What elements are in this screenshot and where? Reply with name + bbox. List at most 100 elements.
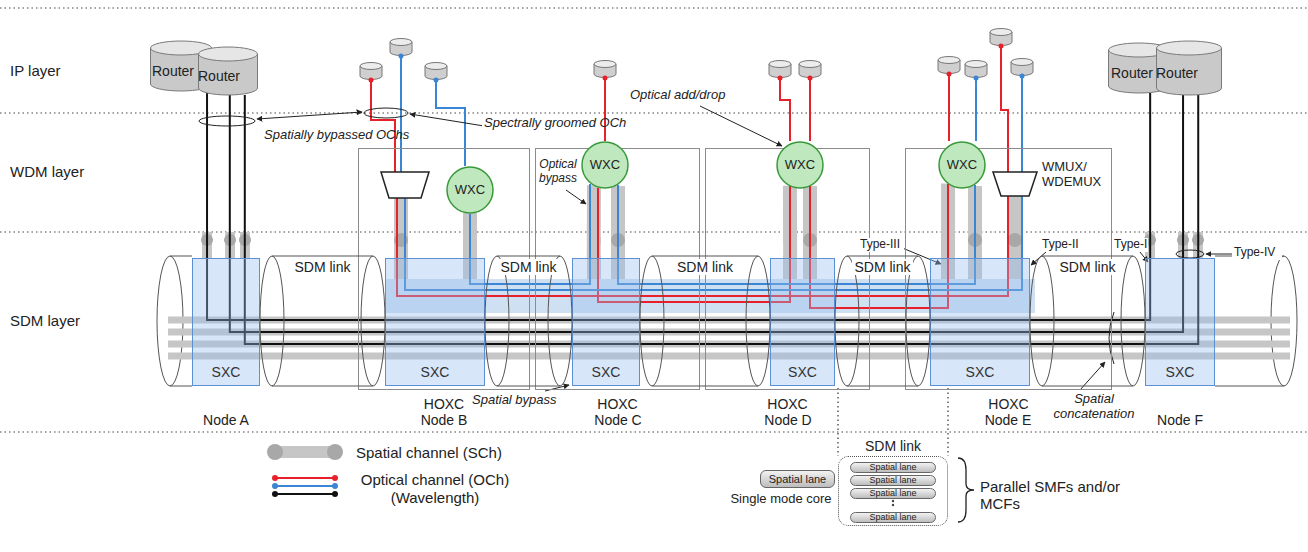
sdm-link-cylinder-outline [640, 256, 664, 386]
legend-sample [275, 485, 335, 487]
spatial-lane: Spatial lane [760, 470, 835, 488]
wavelength-cross-connect: WXC [938, 141, 986, 189]
node-name: Node C [588, 412, 648, 428]
node-text: WXC [455, 183, 485, 198]
legend-sample [267, 444, 343, 497]
router-cylinder: Router [1156, 40, 1222, 96]
node-text: SDM link [498, 259, 558, 275]
callout-label: Spectrally groomed OCh [482, 116, 578, 131]
node-text: Spatial lane [869, 475, 916, 485]
router-icon [938, 57, 960, 74]
spatial-cross-connect: SXC [572, 258, 640, 386]
wavelength-cross-connect-outline [939, 142, 985, 188]
sdm-link-cylinder-outline [652, 256, 758, 386]
router-icon [799, 61, 821, 78]
node-text: Spatial lane [869, 512, 916, 522]
spatial-lane: Spatial lane [850, 462, 936, 473]
callout-pointer [199, 116, 255, 126]
channel-end-dot [974, 76, 979, 81]
channel-end-dot [603, 76, 608, 81]
sdm-link-cylinder-outline [1030, 256, 1054, 386]
node-name: Node F [1150, 412, 1210, 428]
legend-sample [272, 483, 278, 489]
callout-pointer [257, 112, 362, 119]
layer-separator [0, 112, 1308, 113]
callout-pointer [1206, 254, 1232, 255]
legend-entry: Spatial channel (SCh) [356, 444, 556, 462]
zoom-guide [838, 388, 948, 456]
node-text: SDM link [865, 438, 921, 454]
sdm-link-cylinder-outline [485, 256, 509, 386]
node-text: Spatial lane [869, 488, 916, 498]
channel-end-dot [369, 44, 1025, 83]
spatial-lane: Spatial lane [850, 512, 936, 523]
type-label: Type-IV [1232, 246, 1282, 260]
layer-label: SDM layer [8, 312, 108, 329]
callout-label: Optical add/drop [628, 88, 748, 103]
channel-end-dot [947, 72, 952, 77]
callout-pointer [199, 106, 1232, 391]
node-text: Router [1156, 65, 1198, 81]
spatial-channel [168, 353, 1290, 360]
node-text: SXC [1166, 364, 1195, 380]
router-icon [1011, 59, 1033, 76]
ellipsis-dots [892, 500, 894, 502]
wdm-mux-symbol [381, 172, 429, 198]
channel-end-dot [999, 44, 1004, 49]
callout-pointer [566, 190, 586, 204]
spatial-cross-connect: SXC [385, 258, 485, 386]
spatial-channel-end [1008, 233, 1022, 247]
layer-label: IP layer [8, 62, 100, 79]
brace [958, 458, 974, 522]
channel-end-dot [808, 76, 813, 81]
node-text: SDM link [292, 259, 352, 275]
node-name: Node B [414, 412, 474, 428]
node-text: HOXC [597, 396, 637, 412]
router-cylinder: Router [198, 46, 258, 96]
sdm-link-cylinder-outline [746, 256, 770, 386]
router-icon [965, 61, 987, 78]
sdm-link-cylinder-outline [835, 256, 859, 386]
node-text: SXC [421, 364, 450, 380]
node-text: SXC [788, 364, 817, 380]
legend-sample [272, 475, 278, 481]
node-text: WXC [785, 158, 815, 173]
hierarchical-oxc-box: HOXCWXCSXC [705, 148, 870, 412]
wavelength-cross-connect-outline [447, 167, 493, 213]
sdm-link-cylinder-outline [361, 256, 385, 386]
router-icon [390, 39, 412, 56]
spatial-cross-connect: SXC [770, 258, 835, 386]
spatial-lane: Spatial lane [850, 488, 936, 499]
legend-text: Spatial channel (SCh) [356, 444, 502, 461]
wdm-mux-symbol [993, 172, 1037, 196]
legend-entry: Optical channel (OCh) (Wavelength) [350, 471, 520, 507]
sdm-link-cylinder-outline [1121, 256, 1145, 386]
legend-text: Optical channel (OCh) (Wavelength) [361, 471, 509, 506]
callout-pointer [1176, 250, 1204, 258]
legend-sample [332, 491, 338, 497]
node-text: WXC [590, 158, 620, 173]
callout-label: Spatial bypass [470, 393, 565, 408]
component-label: Parallel SMFs and/or MCFs [978, 478, 1130, 513]
sdm-link-cylinder-outline [497, 256, 560, 386]
sdm-link-cylinder-outline [548, 256, 572, 386]
node-text: SXC [966, 364, 995, 380]
sdm-link-cylinder-outline [906, 256, 930, 386]
node-text: SDM link [852, 259, 912, 275]
node-text: SDM link [675, 259, 735, 275]
legend-sample [267, 444, 283, 460]
spatial-channel [207, 232, 1198, 258]
legend-sample [327, 444, 343, 460]
node-name: Node E [978, 412, 1038, 428]
channel-end-dot [778, 76, 783, 81]
spatial-cross-connect: SXC [930, 258, 1030, 386]
spatial-lane: Spatial lane [850, 475, 936, 486]
layer-separator [0, 7, 1308, 8]
channel-end-dot [1020, 74, 1025, 79]
component-label: WMUX/ WDEMUX [1040, 160, 1110, 190]
layer-separator [0, 8, 1308, 432]
connector-layer [207, 91, 1198, 344]
node-text: HOXC [424, 396, 464, 412]
router-cylinder-outline [199, 47, 258, 61]
router-cylinder-outline [1157, 41, 1222, 55]
